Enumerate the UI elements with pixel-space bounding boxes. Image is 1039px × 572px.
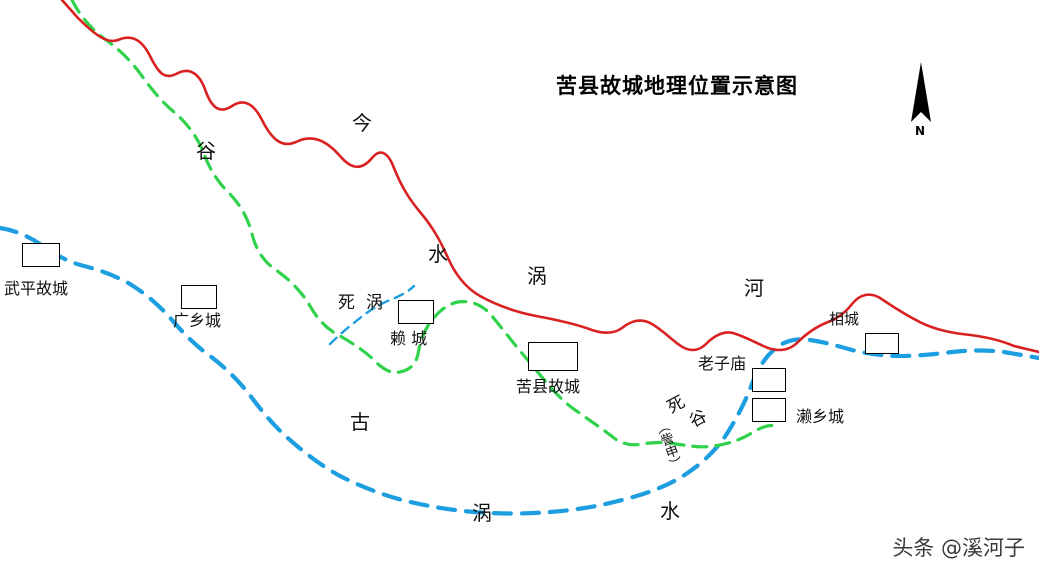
city-symbol-lai [398,300,434,324]
city-symbol-xiang [865,333,899,354]
city-label-guangxiang: 广乡城 [173,311,222,330]
river-label-he: 河 [744,276,764,300]
city-label-lai: 赖 城 [390,329,428,348]
river-path-jin-guo-he [60,0,1039,354]
river-label-gu-ancient: 古 [350,410,370,434]
city-symbol-laozimiao [752,368,786,392]
city-symbol-kuxian [528,342,578,371]
river-label-jin: 今 [352,111,372,135]
river-label-guo-ancient: 涡 [472,501,492,525]
city-symbol-laixiang [752,398,786,422]
river-label-shui: 水 [428,242,448,266]
city-label-laixiang: 濑乡城 [796,407,845,426]
city-label-xiang: 相城 [829,310,860,328]
city-label-wuping: 武平故城 [4,279,69,298]
city-symbol-guangxiang [181,285,217,309]
river-label-shui-ancient: 水 [660,499,680,523]
river-label-si: 死 [338,293,355,313]
city-label-kuxian: 苦县故城 [516,377,581,396]
compass-arrow-icon [911,62,931,122]
river-path-si-guo [328,284,416,346]
compass-north-label: N [915,124,926,138]
watermark: 头条 @溪河子 [892,536,1025,560]
river-label-guo: 涡 [527,264,547,288]
city-symbol-wuping [22,243,60,267]
map-title: 苦县故城地理位置示意图 [556,74,798,98]
river-path-gu-guo-shui [0,225,1039,516]
river-label-guo-dead: 涡 [366,293,383,313]
river-path-gu-shui [70,0,778,449]
river-label-gu: 谷 [196,139,216,163]
city-label-laozimiao: 老子庙 [698,354,747,373]
